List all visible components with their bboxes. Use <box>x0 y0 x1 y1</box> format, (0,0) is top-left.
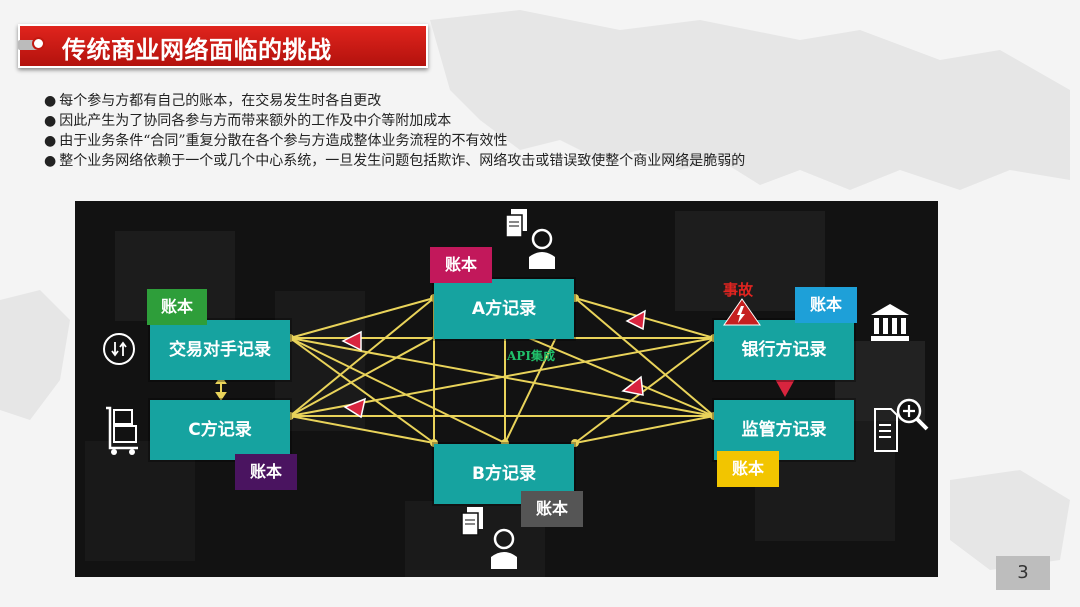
pin-dot <box>32 37 45 50</box>
ledger-tag-regulator: 账本 <box>717 451 779 487</box>
bullet-item: ●每个参与方都有自己的账本，在交易发生时各自更改 <box>44 91 745 111</box>
record-a: A方记录 <box>434 279 574 339</box>
person-icon <box>491 528 517 569</box>
ledger-tag-bank: 账本 <box>795 287 857 323</box>
connection-lines <box>215 294 795 447</box>
business-network-diagram: API集成 A方记录 B方记录 交易对手记录 C方记录 银行方记录 监管方记录 … <box>75 201 938 577</box>
ledger-tag-b: 账本 <box>521 491 583 527</box>
page-number: 3 <box>996 556 1050 590</box>
pin-bar <box>18 40 40 50</box>
record-counterparty: 交易对手记录 <box>150 320 290 380</box>
bullet-dot: ● <box>44 153 57 169</box>
bank-icon <box>871 304 909 341</box>
ledger-tag-c: 账本 <box>235 454 297 490</box>
bullet-item: ●因此产生为了协同各参与方而带来额外的工作及中介等附加成本 <box>44 111 745 131</box>
bullet-list: ●每个参与方都有自己的账本，在交易发生时各自更改 ●因此产生为了协同各参与方而带… <box>44 91 745 171</box>
documents-icon <box>461 507 483 536</box>
slide-title-bar: 传统商业网络面临的挑战 <box>18 24 428 68</box>
bullet-item: ●整个业务网络依赖于一个或几个中心系统，一旦发生问题包括欺诈、网络攻击或错误致使… <box>44 151 745 171</box>
bullet-dot: ● <box>44 113 57 129</box>
bullet-dot: ● <box>44 93 57 109</box>
ledger-tag-counterparty: 账本 <box>147 289 207 325</box>
record-c: C方记录 <box>150 400 290 460</box>
person-icon <box>529 228 555 269</box>
bullet-text: 每个参与方都有自己的账本，在交易发生时各自更改 <box>59 93 382 109</box>
document-search-icon <box>874 398 929 452</box>
api-integration-label: API集成 <box>507 349 555 363</box>
exchange-icon <box>103 333 135 365</box>
bullet-text: 因此产生为了协同各参与方而带来额外的工作及中介等附加成本 <box>59 113 452 129</box>
record-regulator: 监管方记录 <box>714 400 854 460</box>
ledger-tag-a: 账本 <box>430 247 492 283</box>
documents-icon <box>505 209 527 238</box>
record-bank: 银行方记录 <box>714 320 854 380</box>
bullet-text: 整个业务网络依赖于一个或几个中心系统，一旦发生问题包括欺诈、网络攻击或错误致使整… <box>59 153 746 169</box>
warning-icon <box>723 298 761 326</box>
incident-label: 事故 <box>723 281 754 299</box>
luggage-cart-icon <box>106 406 138 455</box>
slide-title: 传统商业网络面临的挑战 <box>62 36 332 64</box>
bullet-dot: ● <box>44 133 57 149</box>
bullet-item: ●由于业务条件“合同”重复分散在各个参与方造成整体业务流程的不有效性 <box>44 131 745 151</box>
bullet-text: 由于业务条件“合同”重复分散在各个参与方造成整体业务流程的不有效性 <box>59 133 508 149</box>
